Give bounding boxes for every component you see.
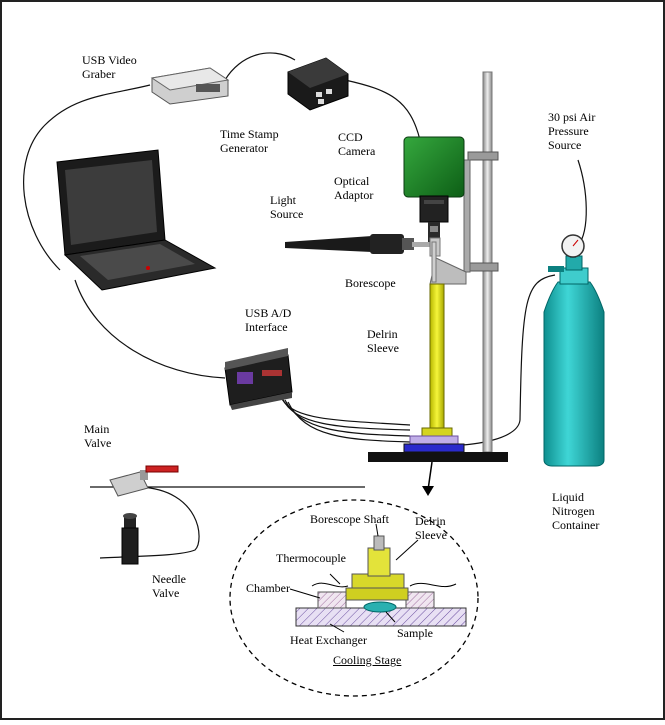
- cooling-stage-inset-outline: [229, 499, 479, 697]
- delrin-sleeve: [403, 283, 465, 453]
- label-inset-delrin-sleeve: Delrin Sleeve: [415, 514, 447, 542]
- label-usb-video-grabber: USB Video Graber: [82, 53, 137, 81]
- liquid-nitrogen-tank: [543, 234, 605, 467]
- label-ccd-camera: CCD Camera: [338, 130, 376, 158]
- label-air-pressure-source: 30 psi Air Pressure Source: [548, 110, 596, 152]
- laptop-computer: [56, 149, 217, 291]
- ring-stand: [368, 71, 508, 462]
- usb-ad-interface-device: [224, 348, 293, 410]
- label-light-source: Light Source: [270, 193, 304, 221]
- inset-arrow: [427, 461, 433, 491]
- borescope-rod: [431, 241, 437, 283]
- label-inset-borescope-shaft: Borescope Shaft: [310, 512, 389, 526]
- time-stamp-generator-device: [287, 57, 349, 111]
- label-optical-adaptor: Optical Adaptor: [334, 174, 374, 202]
- cooling-stage-inset: [289, 523, 467, 633]
- label-inset-heat-exchanger: Heat Exchanger: [290, 633, 367, 647]
- label-needle-valve: Needle Valve: [152, 572, 186, 600]
- needle-valve: [121, 513, 139, 565]
- label-delrin-sleeve: Delrin Sleeve: [367, 327, 399, 355]
- label-usb-ad-interface: USB A/D Interface: [245, 306, 292, 334]
- label-inset-thermocouple: Thermocouple: [276, 551, 346, 565]
- usb-video-grabber-device: [150, 67, 230, 105]
- label-liquid-nitrogen-container: Liquid Nitrogen Container: [552, 490, 600, 532]
- label-time-stamp-generator: Time Stamp Generator: [220, 127, 279, 155]
- label-main-valve: Main Valve: [84, 422, 112, 450]
- label-borescope: Borescope: [345, 276, 396, 290]
- label-inset-title: Cooling Stage: [333, 653, 402, 667]
- ccd-camera: [403, 136, 465, 242]
- label-inset-sample: Sample: [397, 626, 433, 640]
- label-inset-chamber: Chamber: [246, 581, 290, 595]
- main-valve: [109, 465, 179, 497]
